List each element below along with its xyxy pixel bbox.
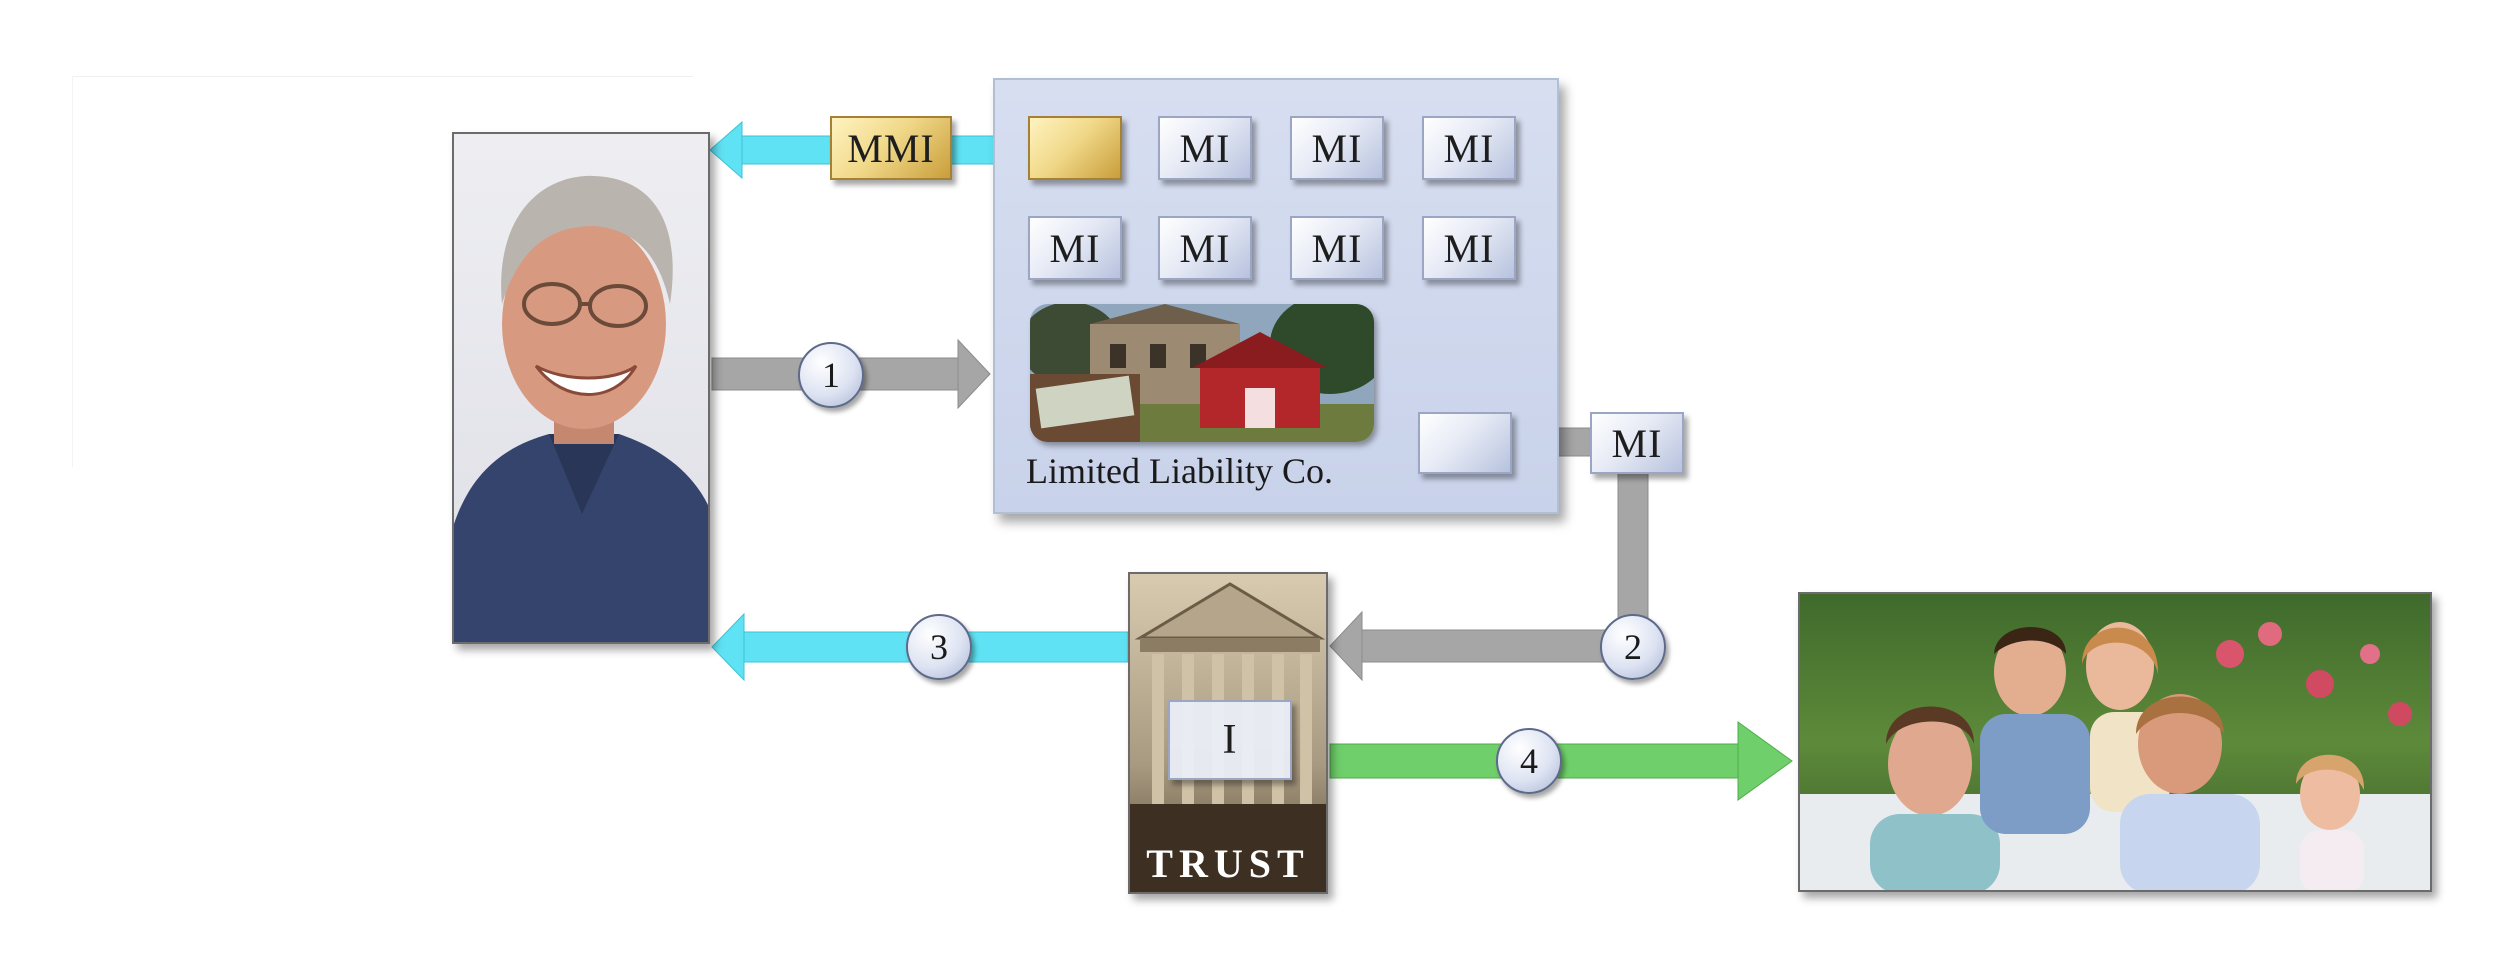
step-number: 4 bbox=[1520, 741, 1538, 781]
member-interest-box: MI bbox=[1158, 216, 1252, 280]
arrow-mi-to-trust bbox=[1329, 469, 1649, 682]
trust-interest-label: I bbox=[1222, 717, 1238, 763]
mi-label: MI bbox=[1179, 225, 1231, 271]
member-interest-box: MI bbox=[1422, 116, 1516, 180]
step-badge-3: 3 bbox=[906, 614, 972, 680]
member-interest-box: MI bbox=[1028, 216, 1122, 280]
mmi-label: MMI bbox=[847, 125, 935, 171]
family-illustration bbox=[1800, 622, 2430, 890]
step-badge-1: 1 bbox=[798, 342, 864, 408]
managing-member-interest-box: MMI bbox=[830, 116, 952, 180]
llc-transfer-source-box bbox=[1418, 412, 1512, 474]
mi-label: MI bbox=[1049, 225, 1101, 271]
property-illustration bbox=[1030, 304, 1374, 442]
llc-caption: Limited Liability Co. bbox=[1026, 451, 1333, 491]
transferred-member-interest-box: MI bbox=[1590, 412, 1684, 474]
member-interest-box: MI bbox=[1290, 116, 1384, 180]
step-number: 1 bbox=[822, 355, 840, 395]
mi-label: MI bbox=[1443, 125, 1495, 171]
member-interest-box: MI bbox=[1290, 216, 1384, 280]
mi-label: MI bbox=[1179, 125, 1231, 171]
member-interest-box: MI bbox=[1422, 216, 1516, 280]
mi-label: MI bbox=[1611, 420, 1663, 466]
mi-label: MI bbox=[1311, 225, 1363, 271]
step-number: 2 bbox=[1624, 627, 1642, 667]
family-photo bbox=[1798, 592, 2432, 892]
step-number: 3 bbox=[930, 627, 948, 667]
llc-managing-interest-box bbox=[1028, 116, 1122, 180]
trust-label: TRUST bbox=[1146, 841, 1310, 886]
owner-photo bbox=[452, 132, 710, 644]
owner-portrait-illustration bbox=[454, 175, 708, 642]
trust-interest-box: I bbox=[1168, 700, 1292, 780]
trust-building-image: I TRUST bbox=[1128, 572, 1328, 894]
member-interest-box: MI bbox=[1158, 116, 1252, 180]
mi-label: MI bbox=[1443, 225, 1495, 271]
mi-label: MI bbox=[1311, 125, 1363, 171]
step-badge-2: 2 bbox=[1600, 614, 1666, 680]
step-badge-4: 4 bbox=[1496, 728, 1562, 794]
llc-property-image bbox=[1030, 304, 1374, 442]
faint-frame bbox=[72, 76, 693, 467]
